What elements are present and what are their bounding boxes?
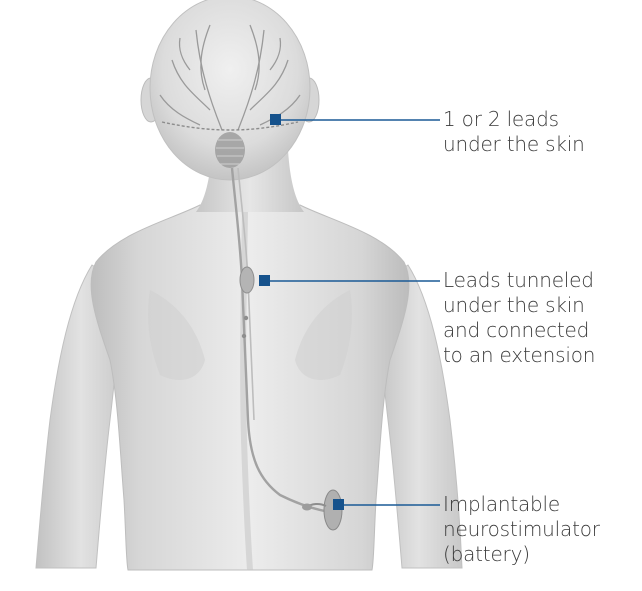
callout-extension-line-4: to an extension — [443, 343, 595, 368]
callout-leads: 1 or 2 leads under the skin — [443, 107, 585, 157]
callout-leads-line-2: under the skin — [443, 132, 585, 157]
callout-battery: Implantable neurostimulator (battery) — [443, 492, 600, 567]
torso — [91, 205, 409, 570]
callout-battery-line-3: (battery) — [443, 542, 600, 567]
vertebra-detail — [215, 132, 245, 168]
callout-leads-line-1: 1 or 2 leads — [443, 107, 585, 132]
marker-leads — [270, 114, 281, 125]
extension-connector — [240, 267, 254, 293]
callout-extension: Leads tunneled under the skin and connec… — [443, 268, 595, 368]
marker-battery — [333, 499, 344, 510]
callout-extension-line-2: under the skin — [443, 293, 595, 318]
connector-dot-2 — [242, 334, 246, 338]
callout-extension-line-1: Leads tunneled — [443, 268, 595, 293]
device-cap — [302, 504, 312, 511]
callout-battery-line-1: Implantable — [443, 492, 600, 517]
marker-extension — [259, 275, 270, 286]
callout-extension-line-3: and connected — [443, 318, 595, 343]
connector-dot-1 — [244, 316, 248, 320]
callout-battery-line-2: neurostimulator — [443, 517, 600, 542]
